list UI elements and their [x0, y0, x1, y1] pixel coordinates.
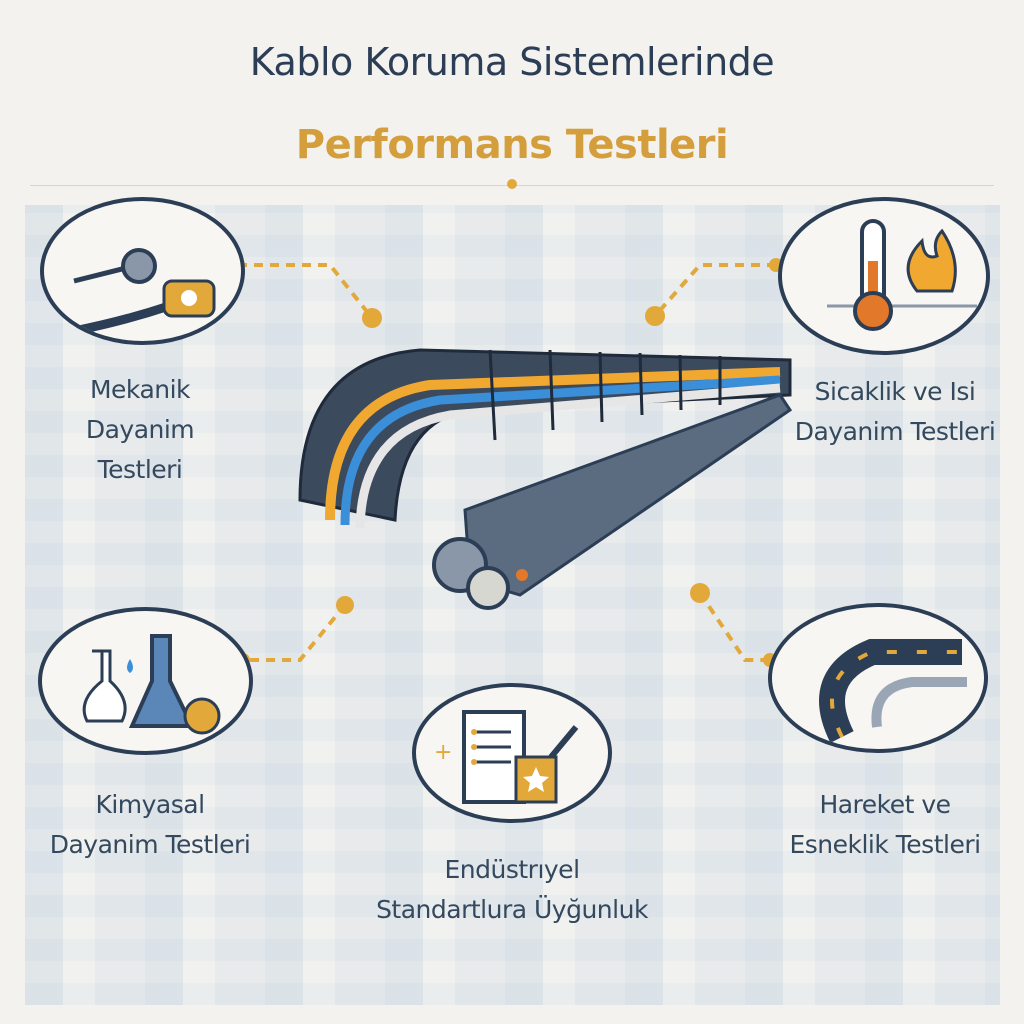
thermal-test-label: Sicaklik ve Isi Dayanim Testleri: [770, 372, 1020, 452]
chemical-flask-icon: [82, 634, 221, 735]
label-line: Dayanim Testleri: [49, 830, 251, 859]
label-line: Standartlura Üyğunluk: [376, 895, 648, 924]
svg-text:+: +: [434, 740, 452, 765]
connector-lines: [238, 263, 776, 662]
mechanical-test-label: Mekanik Dayanim Testleri: [40, 370, 240, 490]
cable-chain-icon: [298, 348, 793, 610]
chemical-test-bubble: [38, 607, 253, 755]
label-line: Testleri: [97, 455, 183, 484]
certificate-document-icon: +: [434, 710, 579, 804]
divider-dot: [507, 179, 517, 189]
chemical-test-label: Kimyasal Dayanim Testleri: [20, 785, 280, 865]
label-line: Esneklik Testleri: [789, 830, 981, 859]
label-line: Sicaklik ve Isi: [814, 377, 976, 406]
title-line-2: Performans Testleri: [295, 122, 729, 168]
label-line: Kimyasal: [95, 790, 205, 819]
mechanical-test-bubble: [40, 197, 245, 345]
flexible-chain-icon: [819, 639, 967, 743]
label-line: Hareket ve: [819, 790, 951, 819]
standards-bubble: +: [412, 683, 612, 823]
label-line: Dayanim: [85, 415, 195, 444]
thermometer-flame-icon: [827, 219, 977, 331]
standards-label: Endüstrıyel Standartlura Üyğunluk: [337, 850, 687, 930]
thermal-test-bubble: [778, 197, 990, 355]
label-line: Dayanim Testleri: [794, 417, 996, 446]
flex-test-label: Hareket ve Esneklik Testleri: [760, 785, 1010, 865]
title-line-1: Kablo Koruma Sistemlerinde: [249, 40, 775, 84]
mechanical-connector-icon: [73, 248, 216, 336]
label-line: Endüstrıyel: [444, 855, 580, 884]
label-line: Mekanik: [89, 375, 191, 404]
flex-test-bubble: [768, 603, 988, 753]
